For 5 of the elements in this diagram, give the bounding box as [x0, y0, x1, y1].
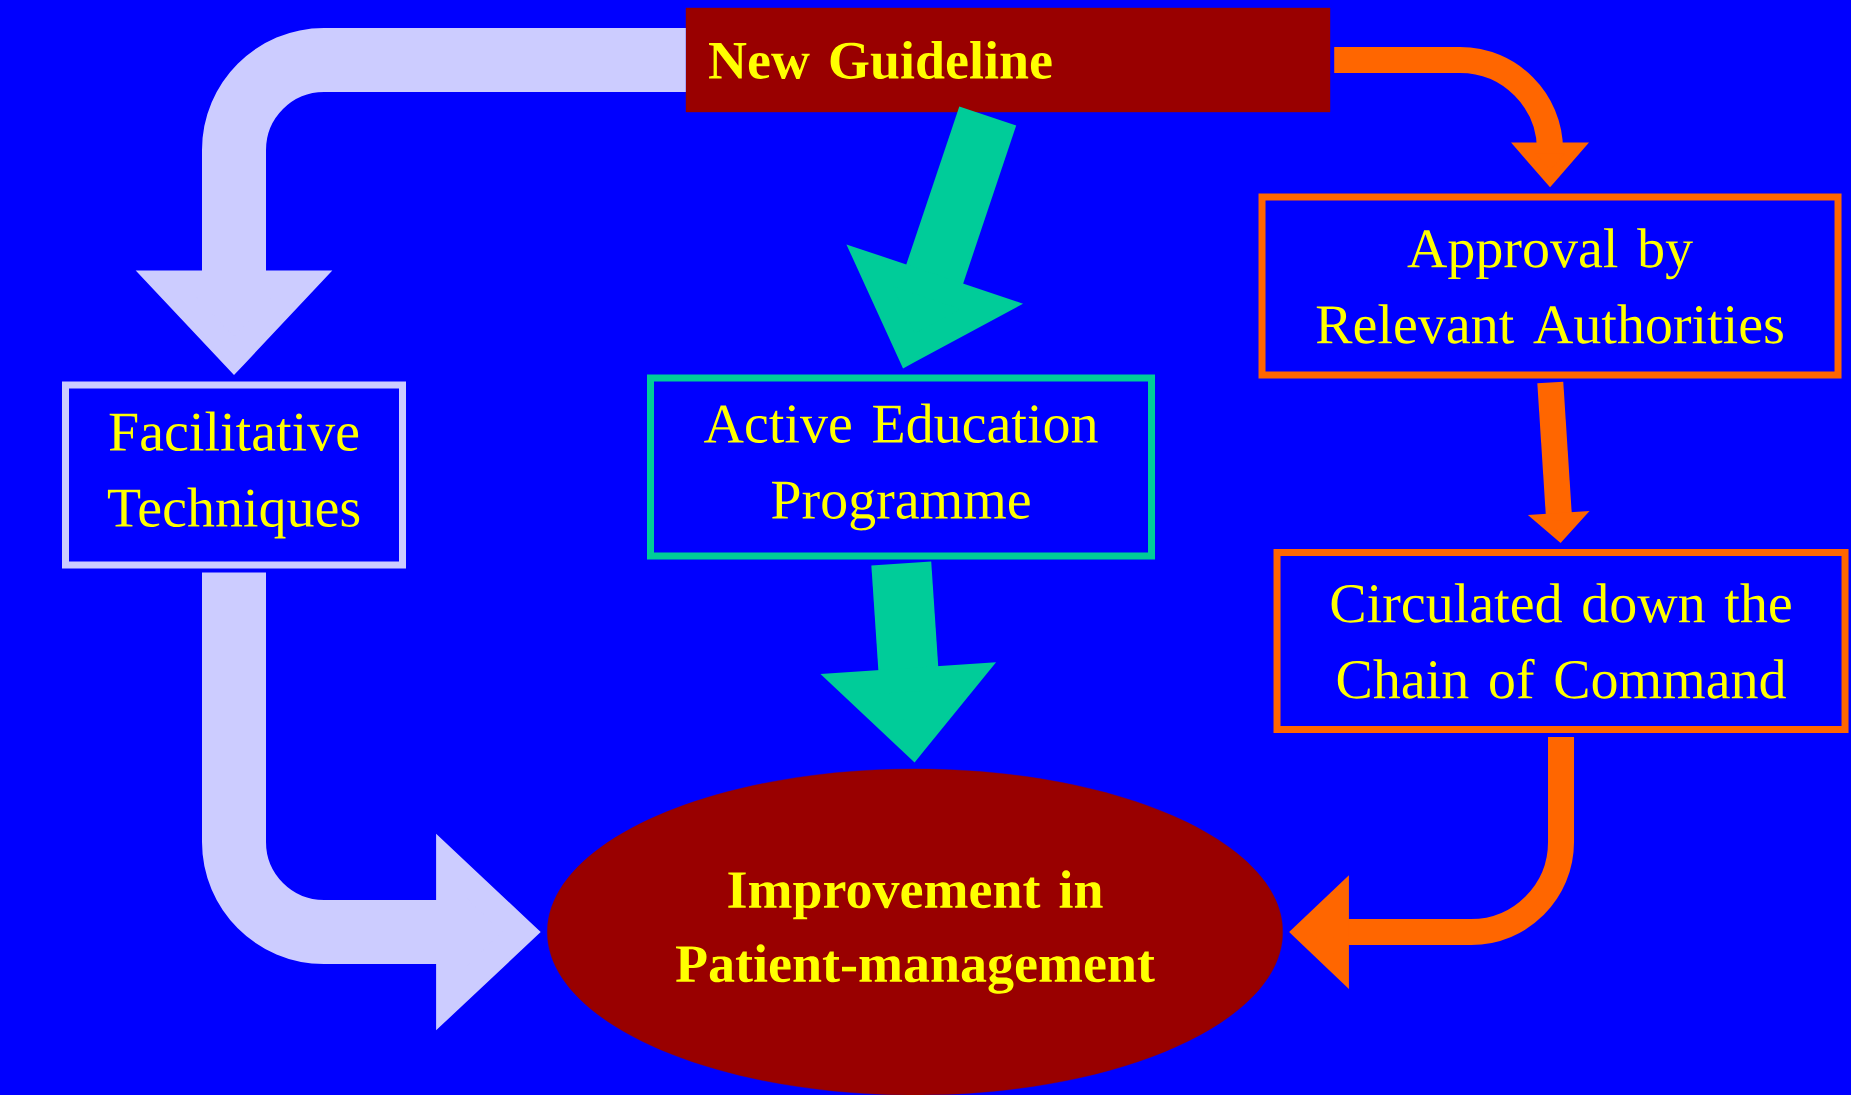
process-box: Approval by Relevant Authorities	[1258, 193, 1842, 379]
process-box: Circulated down the Chain of Command	[1273, 549, 1849, 733]
process-box: Active Education Programme	[647, 374, 1155, 560]
title-banner: New Guideline	[685, 7, 1331, 113]
process-box: Facilitative Techniques	[62, 381, 406, 569]
